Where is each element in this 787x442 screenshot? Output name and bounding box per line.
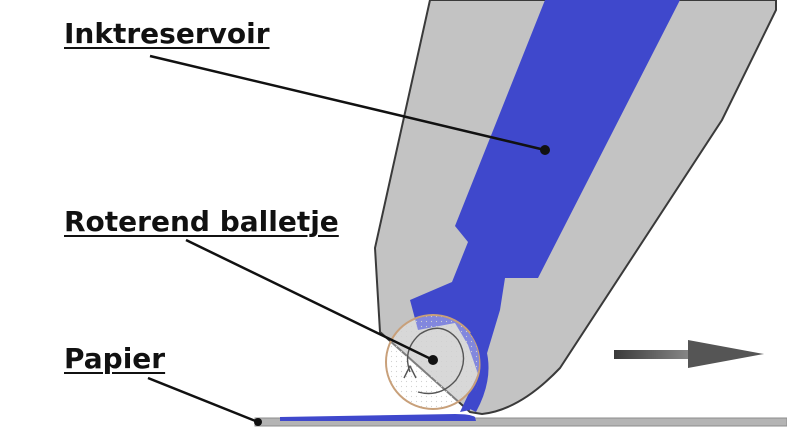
leader-line-reservoir [149,54,546,152]
leader-line-paper [147,376,259,424]
right-arrow-icon [614,340,764,368]
ink-reservoir-label: Inktreservoir [64,17,270,50]
rotating-ball-label: Roterend balletje [64,205,339,238]
ball-ink-coat [468,330,489,412]
leader-dot-paper [254,418,262,426]
leader-line-ball [185,238,434,362]
rotation-arrow-icon [403,327,465,395]
ink-channel [410,0,680,412]
leader-dot-reservoir [540,145,550,155]
ink-trail [280,414,476,421]
leader-dot-ball [428,355,438,365]
paper-label: Papier [64,342,166,375]
